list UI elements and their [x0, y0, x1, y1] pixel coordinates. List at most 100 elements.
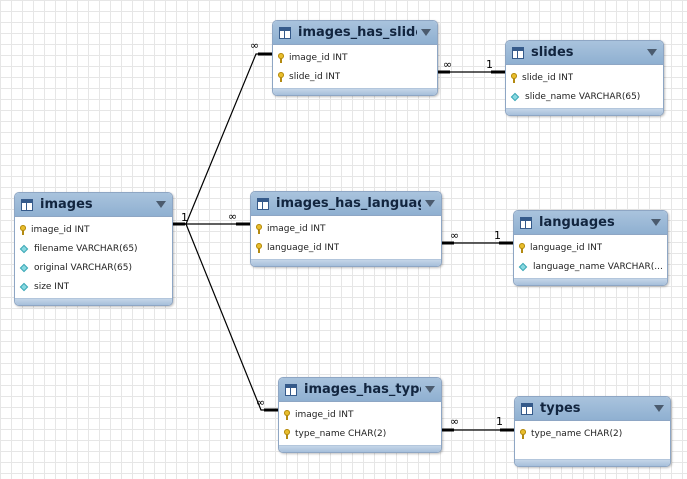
- column-label: image_id INT: [295, 409, 354, 420]
- column-row[interactable]: slide_id INT: [273, 67, 437, 86]
- table-images[interactable]: images image_id INT filename VARCHAR(65) or…: [14, 192, 173, 306]
- chevron-down-icon[interactable]: [651, 219, 661, 226]
- column-list: image_id INT language_id INT: [251, 216, 441, 259]
- column-label: image_id INT: [267, 223, 326, 234]
- table-icon: [285, 383, 297, 396]
- table-footer: [273, 88, 437, 95]
- table-title: languages: [539, 215, 615, 230]
- column-diamond-icon: [19, 263, 29, 272]
- table-header[interactable]: images: [15, 193, 172, 217]
- column-list: image_id INT slide_id INT: [273, 45, 437, 88]
- table-header[interactable]: slides: [506, 41, 663, 65]
- column-label: slide_id INT: [522, 72, 574, 83]
- table-types[interactable]: types type_name CHAR(2): [514, 396, 671, 467]
- table-header[interactable]: images_has_languages: [251, 192, 441, 216]
- cardinality-to-label: 1: [494, 229, 501, 242]
- table-languages[interactable]: languages language_id INT language_name VA…: [513, 210, 668, 286]
- column-diamond-icon: [19, 244, 29, 253]
- chevron-down-icon[interactable]: [425, 386, 435, 393]
- table-footer: [506, 108, 663, 115]
- table-icon: [279, 26, 291, 39]
- column-label: slide_id INT: [289, 71, 341, 82]
- cardinality-to-label: 1: [496, 415, 503, 428]
- column-label: original VARCHAR(65): [34, 262, 132, 273]
- table-header[interactable]: images_has_slides: [273, 21, 437, 45]
- table-images-has-languages[interactable]: images_has_languages image_id INT language…: [250, 191, 442, 267]
- column-row[interactable]: size INT: [15, 277, 172, 296]
- primary-key-icon: [520, 428, 526, 439]
- column-row[interactable]: image_id INT: [251, 219, 441, 238]
- column-label: language_id INT: [530, 242, 603, 253]
- table-icon: [257, 197, 269, 210]
- table-images-has-types[interactable]: images_has_types image_id INT type_name CH…: [278, 377, 442, 453]
- table-title: images_has_types: [304, 382, 421, 397]
- chevron-down-icon[interactable]: [421, 29, 431, 36]
- primary-key-icon: [278, 71, 284, 82]
- column-label: language_name VARCHAR(...: [533, 261, 663, 272]
- cardinality-from-label: ∞: [450, 229, 460, 242]
- column-diamond-icon: [19, 282, 29, 291]
- column-row[interactable]: slide_id INT: [506, 68, 663, 87]
- primary-key-icon: [256, 223, 262, 234]
- column-row[interactable]: image_id INT: [15, 220, 172, 239]
- table-title: images_has_slides: [298, 25, 417, 40]
- column-row[interactable]: image_id INT: [279, 405, 441, 424]
- cardinality-to-label: 1: [486, 58, 493, 71]
- column-label: filename VARCHAR(65): [34, 243, 138, 254]
- primary-key-icon: [256, 242, 262, 253]
- column-row[interactable]: original VARCHAR(65): [15, 258, 172, 277]
- column-row[interactable]: type_name CHAR(2): [515, 424, 670, 443]
- table-footer: [15, 298, 172, 305]
- primary-key-icon: [519, 242, 525, 253]
- column-row[interactable]: image_id INT: [273, 48, 437, 67]
- table-footer: [514, 278, 667, 285]
- column-row[interactable]: type_name CHAR(2): [279, 424, 441, 443]
- primary-key-icon: [284, 428, 290, 439]
- column-list: image_id INT type_name CHAR(2): [279, 402, 441, 445]
- table-icon: [520, 216, 532, 229]
- column-label: language_id INT: [267, 242, 340, 253]
- column-diamond-icon: [518, 262, 528, 271]
- column-row[interactable]: slide_name VARCHAR(65): [506, 87, 663, 106]
- column-list: language_id INT language_name VARCHAR(...: [514, 235, 667, 278]
- chevron-down-icon[interactable]: [425, 200, 435, 207]
- column-label: image_id INT: [289, 52, 348, 63]
- table-title: types: [540, 401, 581, 416]
- column-row[interactable]: language_name VARCHAR(...: [514, 257, 667, 276]
- primary-key-icon: [284, 409, 290, 420]
- column-label: image_id INT: [31, 224, 90, 235]
- cardinality-to-label: ∞: [256, 396, 266, 409]
- cardinality-to-label: ∞: [228, 210, 238, 223]
- primary-key-icon: [278, 52, 284, 63]
- table-header[interactable]: images_has_types: [279, 378, 441, 402]
- column-row[interactable]: language_id INT: [251, 238, 441, 257]
- column-label: type_name CHAR(2): [531, 428, 623, 439]
- column-label: size INT: [34, 281, 70, 292]
- table-footer: [515, 459, 670, 466]
- chevron-down-icon[interactable]: [654, 405, 664, 412]
- cardinality-from-label: ∞: [443, 58, 453, 71]
- table-slides[interactable]: slides slide_id INT slide_name VARCHAR(65): [505, 40, 664, 116]
- primary-key-icon: [511, 72, 517, 83]
- primary-key-icon: [20, 224, 26, 235]
- table-images-has-slides[interactable]: images_has_slides image_id INT slide_id IN…: [272, 20, 438, 96]
- table-title: images_has_languages: [276, 196, 421, 211]
- column-list: slide_id INT slide_name VARCHAR(65): [506, 65, 663, 108]
- table-header[interactable]: languages: [514, 211, 667, 235]
- column-label: type_name CHAR(2): [295, 428, 387, 439]
- table-footer: [279, 445, 441, 452]
- chevron-down-icon[interactable]: [156, 201, 166, 208]
- chevron-down-icon[interactable]: [647, 49, 657, 56]
- table-icon: [21, 198, 33, 211]
- column-row[interactable]: language_id INT: [514, 238, 667, 257]
- cardinality-to-label: ∞: [250, 39, 260, 52]
- table-footer: [251, 259, 441, 266]
- column-row[interactable]: filename VARCHAR(65): [15, 239, 172, 258]
- column-list: image_id INT filename VARCHAR(65) original…: [15, 217, 172, 298]
- cardinality-from-label: 1: [181, 211, 188, 224]
- table-icon: [512, 46, 524, 59]
- table-header[interactable]: types: [515, 397, 670, 421]
- cardinality-from-label: ∞: [450, 415, 460, 428]
- column-diamond-icon: [510, 92, 520, 101]
